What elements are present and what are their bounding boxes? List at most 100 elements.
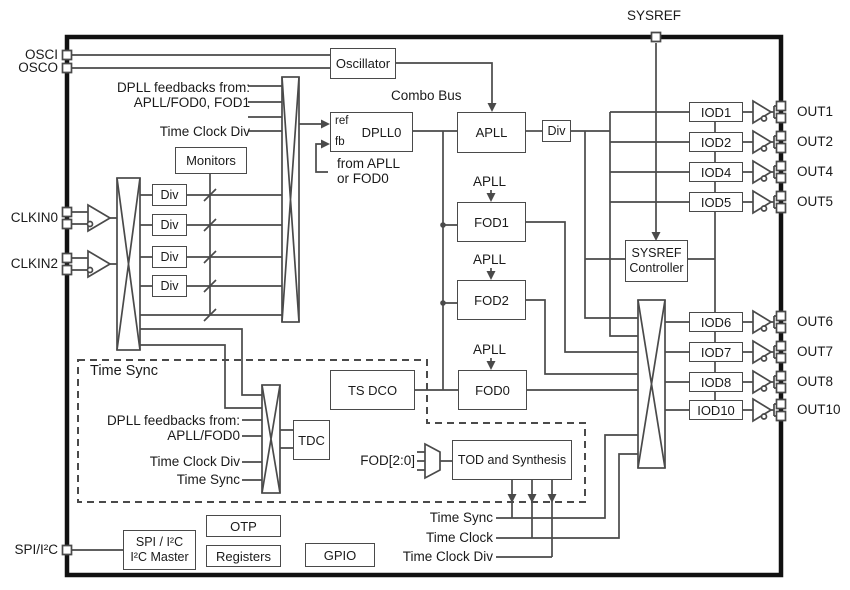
inverting-dot [760,205,768,212]
feedback-top-label-1: DPLL feedbacks from: [116,80,250,95]
spi-pin [61,544,73,556]
monitors-block: Monitors [175,147,247,174]
iod-label: IOD5 [700,194,732,210]
time-sync-box-title: Time Sync [90,363,158,379]
apll-src-label-fod2: APLL [473,252,507,267]
apll-src-label-fod1: APLL [473,174,507,189]
gpio-label: GPIO [323,547,357,563]
clkin0-input-buffer-icon [86,203,112,233]
ts-time-clock-div-label: Time Clock Div [149,454,240,469]
fod2-label: FOD2 [474,292,509,308]
ts-feedback-label-1: DPLL feedbacks from: [106,413,240,428]
fod0-label: FOD0 [475,382,510,398]
inverting-dot [760,413,768,420]
bus-funnel-icon [424,442,441,480]
iod-label: IOD4 [700,164,732,180]
from-apll-label-2: or FOD0 [337,171,389,186]
monitors-label: Monitors [186,153,236,168]
fod1-label: FOD1 [474,214,509,230]
iod-block: IOD4 [689,162,743,182]
iod-block: IOD2 [689,132,743,152]
wire-dpll-fb [315,143,328,173]
clkin2-pins [61,252,73,276]
time-clock-div-out-label: Time Clock Div [402,549,493,564]
spi-block-label-1: SPI / I²C [135,534,184,549]
pin-label-sysref: SYSREF [627,8,682,23]
inverting-dot [760,175,768,182]
inverting-dot [760,355,768,362]
out-label: OUT6 [797,314,834,329]
wire-iod-bottom-inputs [665,321,689,411]
spi-i2c-block: SPI / I²C I²C Master [123,530,196,570]
div-label: Div [160,218,179,232]
ts-feedback-label-2: APLL/FOD0 [167,428,240,443]
time-clock-div-top-label: Time Clock Div [159,124,250,139]
spi-block-label-2: I²C Master [130,550,189,564]
inverting-dot [760,385,768,392]
wire-ts-riser-b [140,344,262,409]
fod0-block: FOD0 [458,370,527,410]
ts-time-sync-label: Time Sync [176,472,240,487]
out-pin-squares [775,100,787,422]
time-sync-mux-icon [261,384,281,494]
wire-ts-riser-a [140,328,262,396]
apll-post-divider-box: Div [542,120,571,142]
iod-label: IOD7 [700,344,732,360]
iod-label: IOD8 [700,374,732,390]
wire-fod-funnel [417,451,452,471]
iod-block: IOD6 [689,312,743,332]
oscillator-label: Oscillator [335,56,391,71]
wire-ts-stubs [242,419,262,481]
inverting-dot [760,145,768,152]
dpll0-fb-port: fb [335,136,345,148]
osci-pin [61,49,73,61]
iod-block: IOD5 [689,192,743,212]
out-label: OUT2 [797,134,834,149]
tdc-block: TDC [293,420,330,460]
dpll0-ref-port: ref [335,115,349,127]
output-mux-icon [637,299,666,469]
chip-outline [64,34,784,578]
wire-tsmux-tdc [280,429,293,449]
out-label: OUT7 [797,344,834,359]
out-label: OUT5 [797,194,834,209]
sysref-controller-label-1: SYSREF [631,245,682,260]
clkin2-input-buffer-icon [86,249,112,279]
bus-slash-marks [203,188,217,322]
apll-src-label-fod0: APLL [473,342,507,357]
iod-label: IOD1 [700,104,732,120]
divider-box-4: Div [152,275,187,297]
oscillator-block: Oscillator [330,48,396,79]
feedback-top-label-2: APLL/FOD0, FOD1 [133,95,250,110]
registers-block: Registers [206,545,281,567]
pin-label-clkin0: CLKIN0 [10,210,58,225]
iod-block: IOD1 [689,102,743,122]
clkin-mux-icon [116,177,141,351]
time-sync-out-label: Time Sync [429,510,493,525]
wire-output-buffers [743,105,777,417]
iod-label: IOD6 [700,314,732,330]
sysref-pin [650,31,662,43]
fod-bus-label: FOD[2:0] [360,453,415,468]
apll-label: APLL [475,125,508,140]
iod-block: IOD8 [689,372,743,392]
otp-block: OTP [206,515,281,537]
osco-pin [61,62,73,74]
wire-fod-outputs [526,221,638,391]
wire-iod-top-inputs [610,111,689,203]
pin-label-osci: OSCI [24,47,58,62]
wire-fod-feed-bus [442,131,457,390]
sysref-controller-label-2: Controller [629,261,684,275]
wire-mux2-stubs [248,85,282,132]
gpio-block: GPIO [305,543,375,567]
out-label: OUT8 [797,374,834,389]
iod-label: IOD10 [697,402,735,418]
wire-osc [71,54,330,69]
sysref-controller-block: SYSREF Controller [625,240,688,282]
reference-mux-icon [281,76,300,323]
out-label: OUT10 [797,402,841,417]
fod1-block: FOD1 [457,202,526,242]
registers-label: Registers [216,548,271,564]
iod-block: IOD7 [689,342,743,362]
